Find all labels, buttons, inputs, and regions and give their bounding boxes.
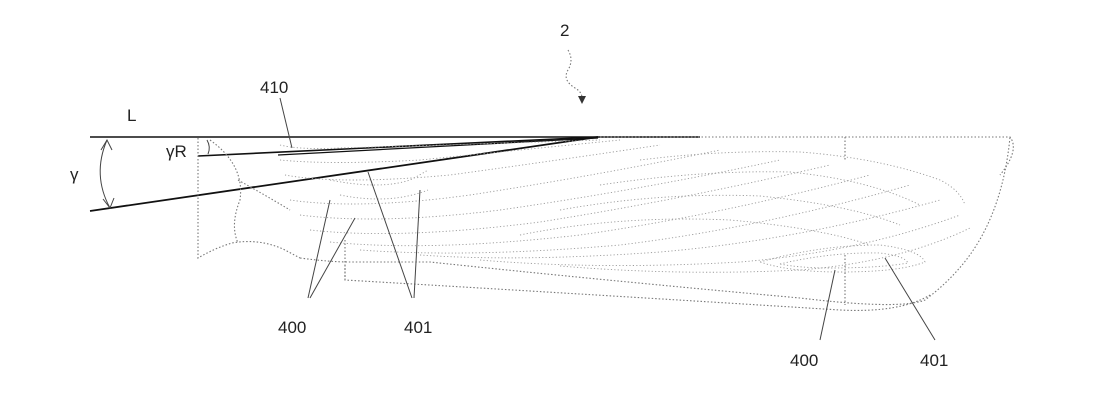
line-label-L: L	[127, 106, 136, 125]
damascus-layers	[279, 139, 971, 273]
arc-arrow-bottom	[102, 197, 115, 209]
blade-spine	[600, 136, 1014, 176]
cutting-edge	[344, 265, 931, 311]
angle-line-gammaR	[197, 136, 599, 157]
leader-400a-1	[307, 199, 331, 299]
angle-label-gamma: γ	[70, 165, 79, 184]
angle-label-gammaR: γR	[166, 142, 187, 161]
angle-line-gamma	[89, 136, 599, 212]
angle-arc-gammaR	[206, 139, 210, 155]
callout-400a: 400	[278, 318, 306, 337]
angle-line-inner	[277, 137, 599, 156]
bolster-curve-2	[237, 179, 291, 211]
ref-label-2: 2	[560, 21, 569, 40]
leader-400b	[819, 269, 836, 341]
callout-401a: 401	[404, 318, 432, 337]
leader-400a-2	[309, 217, 356, 299]
bolster-curve	[209, 139, 242, 244]
arc-arrow-top	[100, 138, 113, 151]
angle-arc-gamma	[99, 139, 111, 209]
bolster-outline	[197, 138, 301, 259]
callout-410: 410	[260, 78, 288, 97]
ref-arrow-2-head	[578, 96, 586, 104]
leader-410	[279, 97, 293, 149]
leader-401b	[884, 257, 936, 341]
callout-400b: 400	[790, 351, 818, 370]
ref-arrow-2	[565, 49, 583, 99]
blade-outline	[299, 136, 1011, 306]
callout-401b: 401	[920, 351, 948, 370]
leader-401a-2	[413, 189, 421, 299]
leader-401a-1	[367, 171, 413, 299]
